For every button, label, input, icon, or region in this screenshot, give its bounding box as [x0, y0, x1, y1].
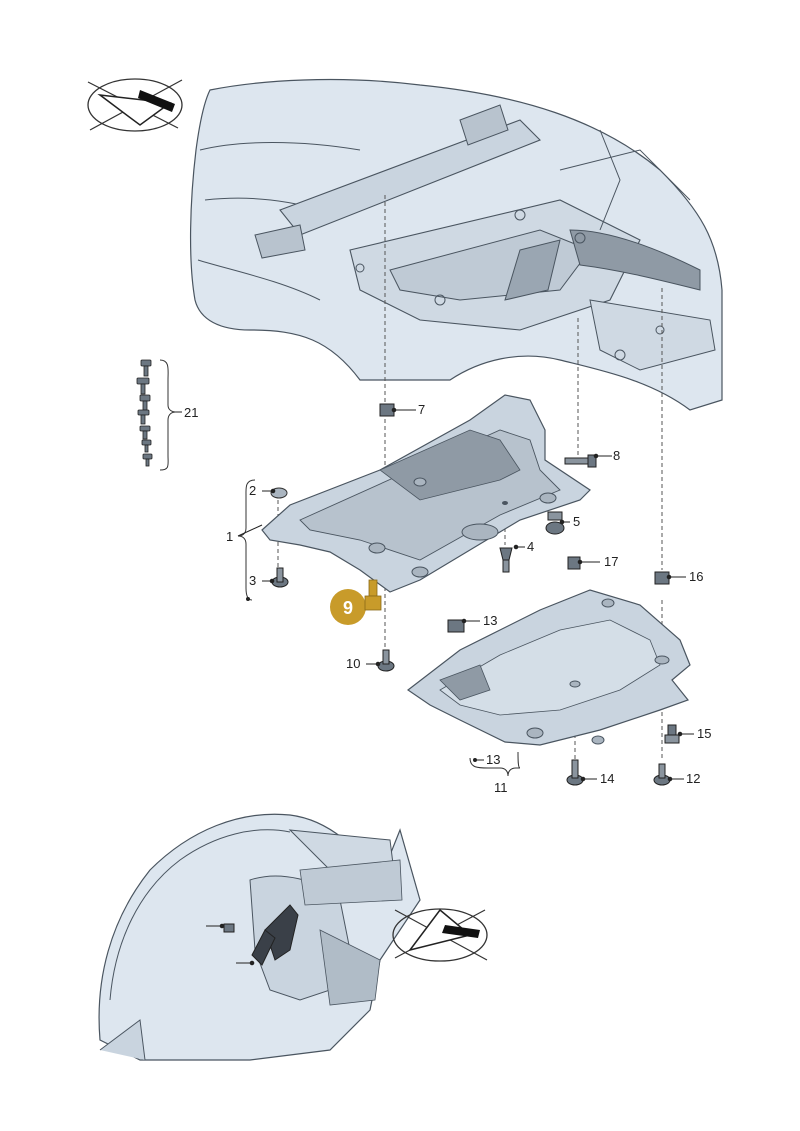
- view-direction-icon-bottom: [392, 908, 488, 962]
- callout-10: 10: [346, 656, 360, 671]
- fastener-12: [653, 763, 671, 786]
- highlight-label: 9: [343, 598, 353, 618]
- callout-5: 5: [573, 514, 580, 529]
- highlighted-part-9[interactable]: 9: [330, 579, 382, 625]
- callout-16: 16: [689, 569, 703, 584]
- fastener-8: [564, 454, 597, 468]
- leader-lines: [176, 407, 694, 782]
- fastener-10: [377, 649, 395, 672]
- callout-13-bracket: 13: [486, 752, 500, 767]
- fastener-16: [654, 571, 670, 585]
- callout-21: 21: [184, 405, 198, 420]
- callout-13-rear: 13: [483, 613, 497, 628]
- fastener-15: [664, 724, 680, 744]
- callout-7: 7: [418, 402, 425, 417]
- fastener-3: [271, 567, 289, 588]
- highlight-badge[interactable]: [330, 589, 366, 625]
- callout-4: 4: [527, 539, 534, 554]
- callout-11: 11: [494, 780, 508, 795]
- fastener-set-21: [136, 359, 153, 467]
- callout-14: 14: [600, 771, 614, 786]
- fastener-4: [499, 547, 513, 573]
- callout-3: 3: [249, 573, 256, 588]
- callout-15: 15: [697, 726, 711, 741]
- fastener-14: [566, 759, 584, 786]
- callout-1: 1: [226, 529, 233, 544]
- bracket-11: [469, 751, 521, 777]
- wheel-arch-inset: [98, 813, 421, 1061]
- bracket-21: [159, 359, 177, 471]
- callout-2: 2: [249, 483, 256, 498]
- rear-underbody-panel: [406, 589, 691, 746]
- callout-8: 8: [613, 448, 620, 463]
- fastener-13: [447, 619, 465, 633]
- callout-12: 12: [686, 771, 700, 786]
- inset-leader-lines: [206, 923, 255, 966]
- callout-17: 17: [604, 554, 618, 569]
- view-direction-icon-top: [87, 78, 183, 132]
- vehicle-front-body: [189, 78, 723, 411]
- front-underbody-panel: [261, 394, 591, 593]
